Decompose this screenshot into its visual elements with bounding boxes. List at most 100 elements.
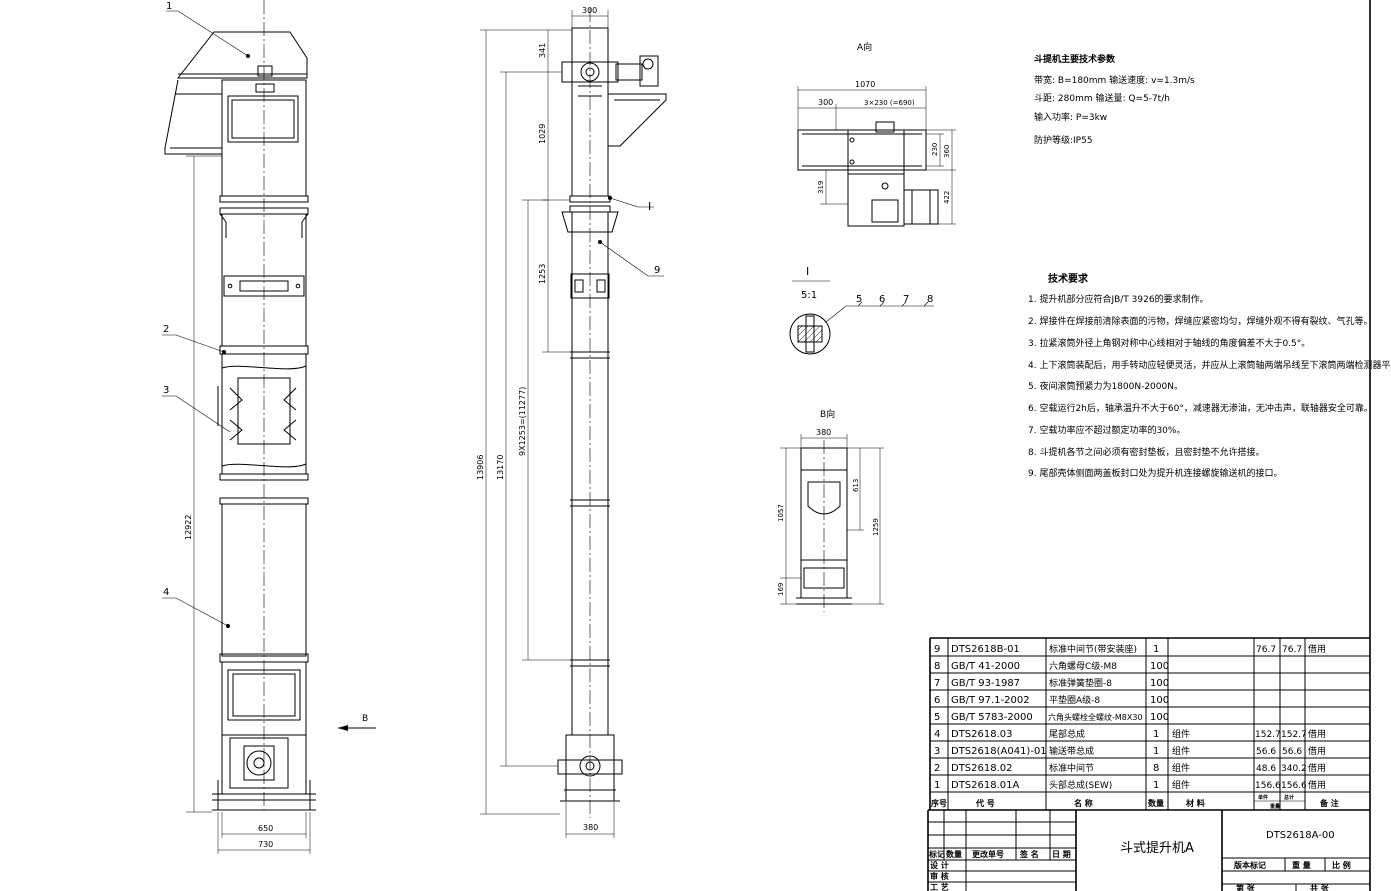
bom-mat: 组件 (1172, 762, 1190, 774)
dim-341: 341 (538, 43, 547, 58)
bom-qty: 1 (1153, 746, 1159, 757)
bom-mat: 组件 (1172, 728, 1190, 740)
balloon-4: 4 (163, 587, 169, 598)
view-b-title: B向 (820, 408, 835, 420)
spec-line-3: 输入功率: P=3kw (1034, 111, 1107, 123)
tech-item-9: 9. 尾部壳体侧面两盖板封口处为提升机连接螺旋输送机的接口。 (1028, 467, 1282, 479)
dim-13906: 13906 (476, 455, 485, 480)
bill-of-materials: 9 DTS2618B-01 标准中间节(带安装座) 1 76.7 76.7 借用… (928, 637, 1370, 811)
bom-unit: 48.6 (1256, 764, 1276, 774)
bom-name: 标准弹簧垫圈-8 (1049, 677, 1112, 689)
view-a-title: A向 (857, 41, 872, 53)
bom-unit: 152.7 (1255, 730, 1281, 740)
balloon-6: 6 (879, 294, 885, 305)
tb-sheet: 第 张 (1236, 883, 1256, 891)
bom-no: 4 (934, 729, 940, 740)
bom-qty: 100 (1150, 678, 1169, 689)
bom-mat: 组件 (1172, 779, 1190, 791)
tech-item-4: 4. 上下滚筒装配后，用手转动应轻便灵活，并应从上滚筒轴两端吊线至下滚筒两端检测… (1028, 359, 1391, 371)
bom-total: 340.2 (1281, 764, 1307, 774)
bom-no: 2 (934, 763, 940, 774)
bom-total: 76.7 (1282, 645, 1302, 655)
bom-unit: 156.6 (1255, 781, 1281, 791)
bom-header-no: 序号 (931, 798, 947, 808)
bom-name: 六角头螺栓全螺纹-M8X30 (1048, 712, 1143, 722)
front-view: 1 2 3 4 12922 650 730 B (162, 0, 376, 854)
bom-code: GB/T 93-1987 (951, 678, 1020, 689)
tb-drawing-no: DTS2618A-00 (1266, 830, 1335, 841)
bom-name: 标准中间节(带安装座) (1049, 643, 1137, 655)
bom-no: 6 (934, 695, 940, 706)
dim-230: 230 (931, 143, 939, 156)
tech-item-3: 3. 拉紧滚筒外径上角钢对称中心线相对于轴线的角度偏差不大于0.5°。 (1028, 337, 1310, 349)
bom-name: 标准中间节 (1049, 762, 1094, 774)
tech-requirements: 技术要求 1. 提升机部分应符合JB/T 3926的要求制作。 2. 焊接件在焊… (1028, 272, 1391, 479)
title-block: 标记 数量 更改单号 签 名 日 期 设 计 审 核 工 艺 斗式提升机A DT… (927, 810, 1370, 891)
bom-no: 1 (934, 780, 940, 791)
dim-613: 613 (852, 479, 860, 492)
bom-header-unit: 单件 (1258, 794, 1268, 801)
side-view: I 9 300 341 1029 1253 9X1253=(11277) 131… (476, 6, 667, 838)
bom-qty: 100 (1150, 712, 1169, 723)
bom-header-note: 备 注 (1319, 798, 1339, 808)
dim-319: 319 (817, 181, 825, 194)
dim-pitch: 9X1253=(11277) (518, 387, 527, 456)
bom-header-total: 总计 (1284, 794, 1294, 801)
tech-item-8: 8. 斗提机各节之间必须有密封垫板，且密封垫不允许搭接。 (1028, 446, 1264, 458)
bom-name: 头部总成(SEW) (1049, 779, 1112, 791)
tb-rev-date: 日 期 (1052, 849, 1071, 859)
tb-role-design: 设 计 (930, 860, 949, 870)
dim-422: 422 (943, 191, 951, 204)
tech-item-5: 5. 夜间滚筒预紧力为1800N-2000N。 (1028, 380, 1183, 392)
bom-code: GB/T 5783-2000 (951, 712, 1033, 723)
spec-line-4: 防护等级:IP55 (1034, 134, 1093, 146)
bom-code: DTS2618.03 (951, 729, 1013, 740)
dim-1029: 1029 (538, 124, 547, 144)
dim-1259: 1259 (872, 518, 880, 536)
detail-scale: 5:1 (801, 290, 817, 301)
detail-i: I 5:1 5 6 7 8 (789, 265, 934, 355)
bom-note: 借用 (1308, 643, 1326, 655)
bom-total: 156.6 (1281, 781, 1307, 791)
dim-12922: 12922 (184, 515, 193, 540)
bom-header-mat: 材 料 (1186, 798, 1205, 808)
tb-product-name: 斗式提升机A (1120, 840, 1194, 856)
bom-header-name: 名 称 (1074, 798, 1093, 808)
balloon-8: 8 (927, 294, 933, 305)
bom-header-weight: 重量 (1270, 803, 1280, 810)
dim-650: 650 (258, 824, 273, 833)
bom-qty: 100 (1150, 661, 1169, 672)
bom-name: 平垫圈A级-8 (1049, 694, 1100, 706)
tb-scale: 比 例 (1332, 860, 1351, 870)
bom-no: 3 (934, 746, 940, 757)
spec-notes: 斗提机主要技术参数 带宽: B=180mm 输送速度: v=1.3m/s 斗距:… (1034, 53, 1195, 146)
tech-item-7: 7. 空载功率应不超过额定功率的30%。 (1028, 424, 1185, 436)
dim-spacing: 3×230 (=690) (864, 99, 915, 107)
dim-300-a: 300 (818, 98, 833, 107)
bom-name: 尾部总成 (1049, 728, 1085, 740)
dim-730: 730 (258, 840, 273, 849)
dim-169: 169 (777, 583, 785, 596)
bom-code: GB/T 41-2000 (951, 661, 1020, 672)
bom-mat: 组件 (1172, 745, 1190, 757)
tb-role-process: 工 艺 (930, 882, 949, 891)
bom-total: 152.7 (1281, 730, 1307, 740)
bom-no: 7 (934, 678, 940, 689)
bom-header-code: 代 号 (975, 798, 995, 808)
bom-code: DTS2618(A041)-01 (951, 746, 1047, 757)
dim-1253: 1253 (538, 264, 547, 284)
dim-380-side: 380 (583, 823, 598, 832)
bom-note: 借用 (1308, 745, 1326, 757)
tb-rev-mark: 标记 (928, 849, 945, 859)
dim-13170: 13170 (496, 455, 505, 480)
bom-code: GB/T 97.1-2002 (951, 695, 1030, 706)
bom-no: 5 (934, 712, 940, 723)
tb-rev-qty: 数量 (946, 849, 962, 859)
balloon-7: 7 (903, 294, 909, 305)
bom-qty: 100 (1150, 695, 1169, 706)
tech-item-6: 6. 空载运行2h后，轴承温升不大于60°，减速器无渗油，无冲击声，联轴器安全可… (1028, 402, 1373, 414)
tech-item-1: 1. 提升机部分应符合JB/T 3926的要求制作。 (1028, 293, 1209, 305)
tb-weight: 重 量 (1292, 860, 1311, 870)
bom-note: 借用 (1308, 728, 1326, 740)
